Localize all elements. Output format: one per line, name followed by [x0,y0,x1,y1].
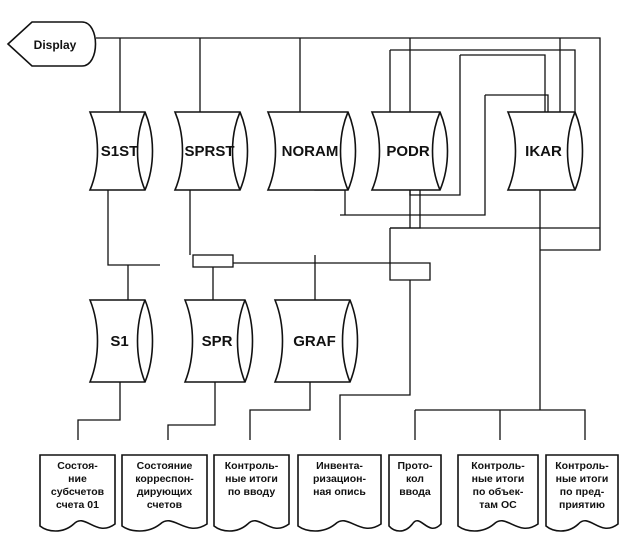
file-graf: GRAF [273,299,359,383]
document-line: ная опись [313,486,366,498]
document-line: ризацион- [313,473,366,485]
document-line: дирующих [137,486,193,498]
document-line: ные итоги [472,473,525,485]
file-label: NORAM [282,143,339,160]
document-line: по вводу [228,486,276,498]
document-line: счетов [147,499,183,511]
document-line: там ОС [479,499,517,511]
document-line: по пред- [560,486,605,498]
document-line: по объек- [473,486,524,498]
document-line: Контроль- [225,460,279,472]
file-label: S1ST [101,143,139,160]
file-ikar: IKAR [506,111,584,191]
document-line: ные итоги [225,473,278,485]
document-line: субсчетов [51,486,105,498]
document-line: приятию [559,499,605,511]
document-line: Контроль- [471,460,525,472]
document-line: Прото- [397,460,433,472]
document-line: счета 01 [56,499,99,511]
file-label: PODR [386,143,430,160]
document-line: ние [68,473,87,485]
document-doc4: Инвента-ризацион-ная опись [297,454,382,532]
file-s1: S1 [88,299,154,383]
file-sprst: SPRST [173,111,249,191]
document-line: корреспон- [135,473,194,485]
display-label: Display [34,38,77,52]
middle-files: S1 SPR GRAF [88,299,359,383]
document-line: кол [406,473,424,485]
file-podr: PODR [370,111,449,191]
file-s1st: S1ST [88,111,154,191]
file-label: GRAF [293,333,336,350]
document-line: Состоя- [57,460,98,472]
document-line: ввода [399,486,431,498]
document-line: Контроль- [555,460,609,472]
file-label: S1 [110,333,128,350]
file-spr: SPR [183,299,254,383]
document-line: ные итоги [556,473,609,485]
file-label: IKAR [525,143,562,160]
document-line: Инвента- [316,460,363,472]
file-label: SPR [202,333,233,350]
document-text: Инвента-ризацион-ная опись [313,460,366,498]
top-files: S1ST SPRST NORAM PODR IKAR [88,111,584,191]
document-line: Состояние [137,460,193,472]
file-label: SPRST [184,143,234,160]
display-node: Display [6,21,97,67]
file-noram: NORAM [266,111,357,191]
